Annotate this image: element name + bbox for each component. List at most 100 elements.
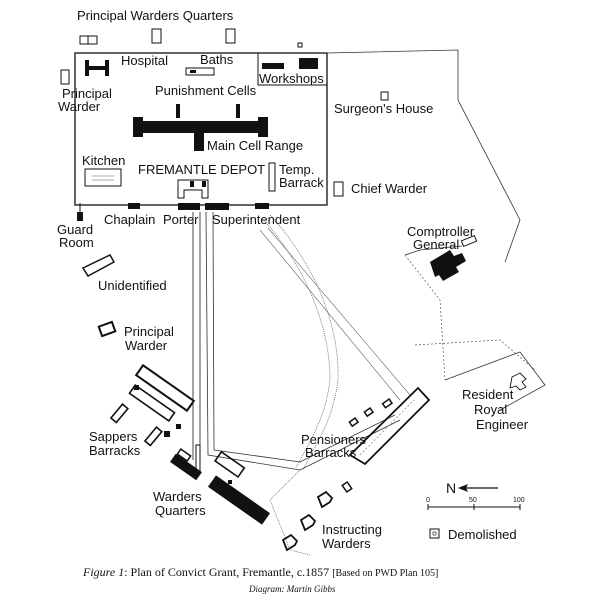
label-instructing-warders: Warders [322,536,371,551]
figure-credit: Diagram: Martin Gibbs [249,584,336,594]
legend-demolished-label: Demolished [448,527,517,542]
label-unidentified: Unidentified [98,278,167,293]
label-pensioners: Pensioners [301,432,367,447]
main-cell-range [133,121,268,133]
sappers-bldg-2 [143,426,163,447]
superintendent-bldg [205,203,229,210]
depot-boundary [74,52,328,206]
sappers-bldg-5 [134,385,139,390]
label-pensioners-barracks: Barracks [305,445,357,460]
instructing-bldg-2 [299,513,317,532]
hospital-bldg [85,60,109,76]
unidentified-bldg [81,254,116,277]
pensioners-bldg-3 [381,398,394,409]
label-chaplain: Chaplain [104,212,156,227]
label-temp-barrack-1: Temp. [279,162,315,177]
pensioners-inner [359,399,415,456]
figure-caption-text: : Plan of Convict Grant, Fremantle, c.18… [124,565,330,579]
label-principal-warder-2b: Warder [125,338,168,353]
label-hospital: Hospital [121,53,168,68]
baths-bldg [185,67,215,76]
resident-engineer-bldg [509,372,527,391]
gatehouse [177,179,209,199]
instructing-bldg-1 [316,490,334,509]
pensioners-bldg-1 [348,417,360,428]
warders-q-right [213,450,246,479]
warders-q-small [176,448,192,462]
north-arrowhead [458,484,468,492]
diagonal-path-2 [267,227,411,396]
label-surgeons-house: Surgeon's House [334,101,434,116]
label-workshops: Workshops [259,71,324,86]
demolished-symbol [429,528,440,539]
figure-caption-number: Figure 1 [83,565,125,579]
label-instructing: Instructing [322,522,382,537]
label-comptroller-2: General [413,237,460,252]
label-fremantle-depot: FREMANTLE DEPOT [138,162,266,177]
warders-q-dot [228,480,232,484]
scale-label-100: 100 [513,497,525,504]
diagonal-path-1 [259,229,401,401]
kitchen-bldg [84,168,122,187]
label-warders-quarters: Quarters [155,503,206,518]
comptroller-annex [460,234,478,248]
punishment-cell-2 [236,104,240,118]
pensioners-bldg-4 [341,480,353,494]
road-right-2 [212,211,396,463]
guard-room-bldg [77,212,83,221]
workshop-2 [299,58,318,69]
comptroller-general-bldg [430,250,466,281]
road-right-1 [205,211,401,471]
gatehouse-block-2 [202,181,206,187]
warders-q-long [207,475,271,525]
comptroller-boundary [404,245,463,256]
demolished-symbol-inner [432,531,437,536]
label-principal-warder-1b: Warder [58,99,101,114]
figure-caption: Figure 1: Plan of Convict Grant, Fremant… [83,565,438,580]
label-chief-warder: Chief Warder [351,181,428,196]
temp-barrack-bldg [268,162,276,192]
label-main-cell-range: Main Cell Range [207,138,304,153]
figure-caption-source: [Based on PWD Plan 105] [332,568,439,579]
label-guard-room-2: Room [59,235,94,250]
label-temp-barrack-2: Barrack [279,175,324,190]
sappers-barracks-main [134,363,196,413]
outer-boundary [326,49,521,263]
warders-q-narrow [195,444,201,472]
surgeons-house-bldg [380,91,389,101]
label-principal-warder-2: Principal [124,324,174,339]
label-porter: Porter [163,212,199,227]
principal-warder-bldg-1 [60,69,70,85]
superintendent-annex [255,203,269,209]
punishment-cell-1 [176,104,180,118]
main-cell-range-wing-r [258,117,268,137]
label-principal-warder-1: Principal [62,86,112,101]
gatehouse-block-1 [190,181,194,187]
sappers-bldg-3 [164,431,170,437]
sappers-bldg-4 [176,424,181,429]
pw-quarters-3 [225,28,236,44]
label-royal: Royal [474,402,508,417]
legend-north-label: N [446,480,457,496]
porter-bldg [178,203,200,210]
label-baths: Baths [200,52,234,67]
label-punishment-cells: Punishment Cells [155,83,257,98]
scale-label-0: 0 [426,497,430,504]
road-engineer [414,339,536,371]
main-cell-range-wing-l [133,117,143,137]
label-engineer: Engineer [476,417,529,432]
pensioners-bldg-2 [363,407,375,418]
chaplain-bldg [128,203,140,209]
workshops-yard [257,52,328,86]
curved-road-1 [261,217,331,469]
label-sappers-barracks: Barracks [89,443,141,458]
label-guard-room-1: Guard [57,222,94,237]
label-superintendent: Superintendent [212,212,301,227]
main-cell-range-centre [194,133,204,151]
baths-inner [190,70,196,73]
engineer-boundary [444,351,546,411]
scale-label-50: 50 [469,497,477,504]
label-principal-warders-quarters: Principal Warders Quarters [77,8,234,23]
instructing-bldg-3 [281,533,299,552]
